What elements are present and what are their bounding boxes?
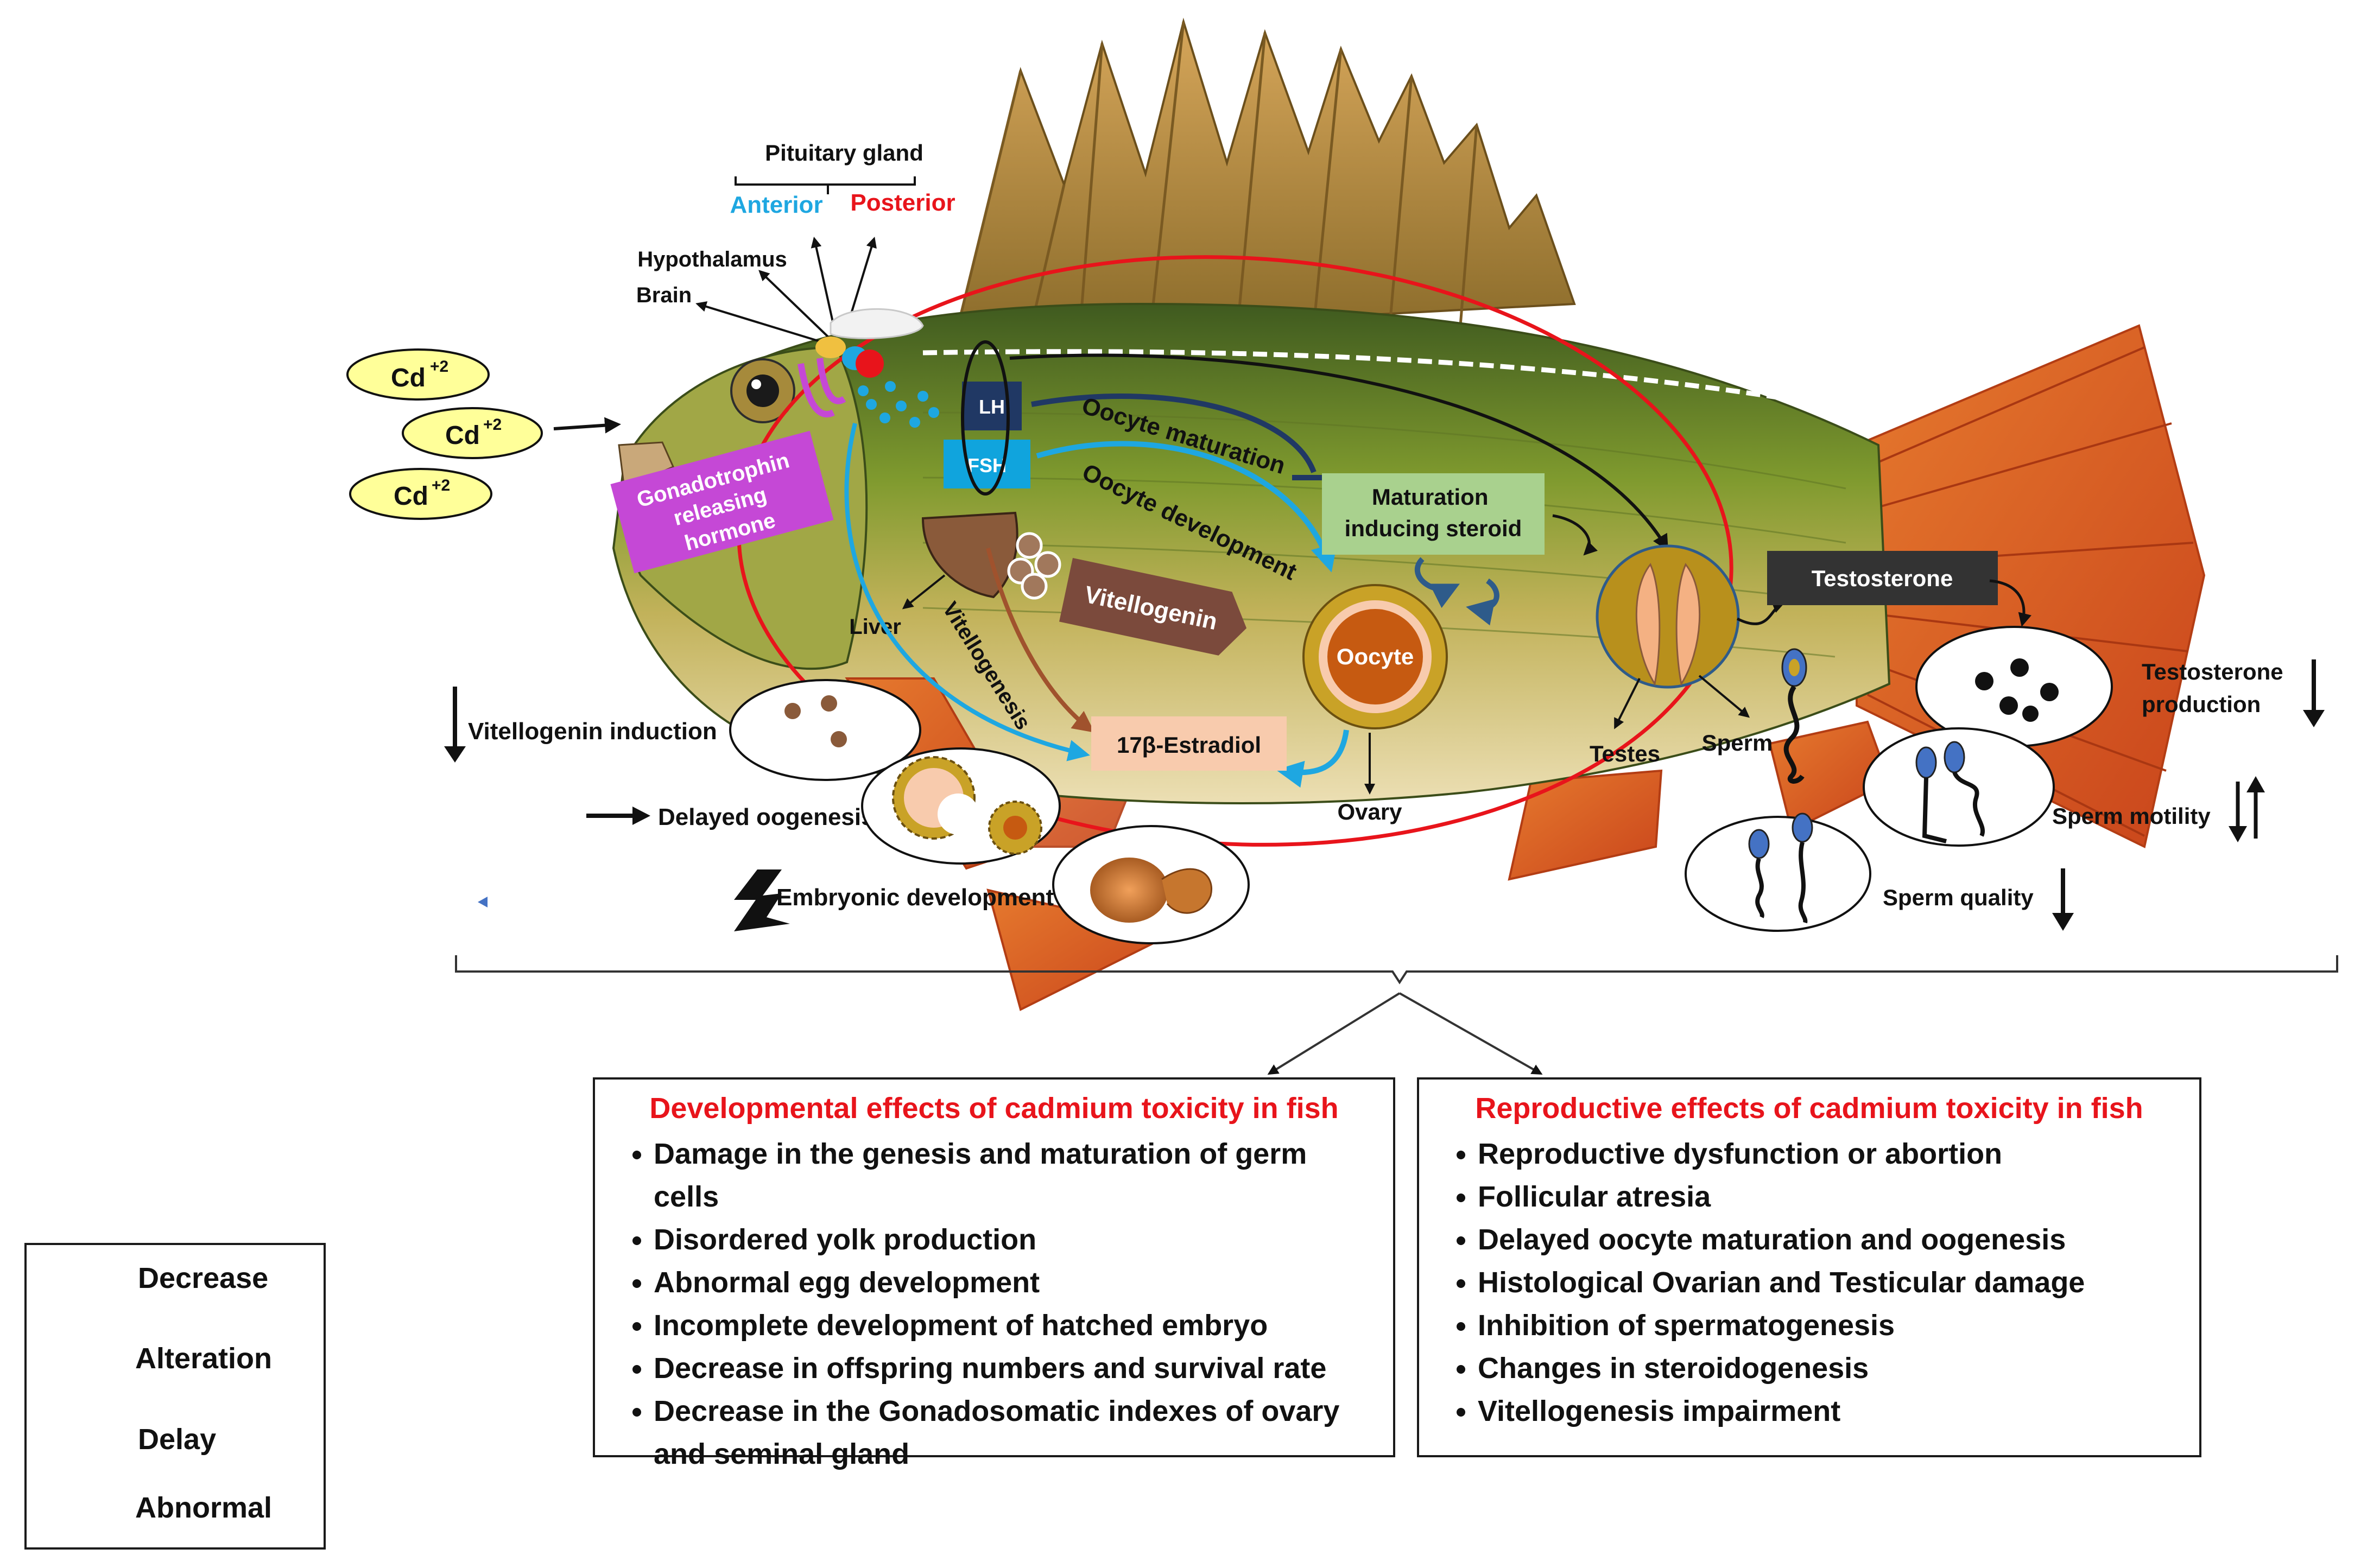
ovary-label: Ovary bbox=[1337, 799, 1402, 824]
list-item: Changes in steroidogenesis bbox=[1478, 1347, 2183, 1390]
brain-icon bbox=[815, 308, 924, 378]
reproductive-effects-list: Reproductive dysfunction or abortion Fol… bbox=[1419, 1133, 2199, 1433]
hypothalamus-shape bbox=[798, 358, 846, 418]
list-item: Incomplete development of hatched embryo bbox=[654, 1304, 1377, 1347]
testes-icon bbox=[1596, 544, 1740, 689]
list-item: Abnormal egg development bbox=[654, 1261, 1377, 1304]
list-item: Reproductive dysfunction or abortion bbox=[1478, 1133, 2183, 1176]
vitellogenin-dots bbox=[1007, 532, 1061, 600]
cd-ion-1: Cd +2 bbox=[346, 348, 490, 401]
developmental-effects-box: Developmental effects of cadmium toxicit… bbox=[593, 1077, 1395, 1470]
sperm-quality-label: Sperm quality bbox=[1883, 885, 2034, 910]
oocyte-to-estradiol-arrow bbox=[1276, 729, 1349, 788]
list-item: Follicular atresia bbox=[1478, 1176, 2183, 1218]
alteration-arrow-motility bbox=[2229, 776, 2265, 842]
abnormal-icon-embryonic bbox=[734, 869, 790, 931]
svg-text:+2: +2 bbox=[430, 358, 448, 376]
vitellogenesis-arrow bbox=[986, 547, 1095, 733]
brace-to-reproductive-arrow bbox=[1399, 992, 1543, 1075]
list-item: Decrease in the Gonadosomatic indexes of… bbox=[654, 1390, 1377, 1476]
estradiol-box bbox=[1091, 716, 1287, 771]
mis-to-testes-arrow bbox=[1552, 514, 1598, 556]
reproductive-effects-box: Reproductive effects of cadmium toxicity… bbox=[1417, 1077, 2201, 1457]
lh-fsh-ring bbox=[961, 340, 1010, 496]
legend-alteration-label: Alteration bbox=[135, 1342, 273, 1375]
decrease-arrow-sperm-quality bbox=[2052, 868, 2074, 931]
svg-text:Cd: Cd bbox=[445, 421, 480, 450]
sperm-pointer bbox=[1698, 675, 1750, 718]
cycle-arrow-2 bbox=[1466, 578, 1499, 626]
svg-text:Cd: Cd bbox=[391, 364, 426, 392]
lh-to-testes-arrow bbox=[1009, 353, 1669, 551]
testosterone-label: Testosterone bbox=[1812, 566, 1953, 591]
brace-to-developmental-arrow bbox=[1267, 992, 1401, 1075]
liver-label: Liver bbox=[849, 615, 901, 639]
hormone-dots bbox=[858, 381, 939, 428]
svg-text:+2: +2 bbox=[483, 416, 502, 434]
list-item: Damage in the genesis and maturation of … bbox=[654, 1133, 1377, 1218]
decrease-arrow-testosterone bbox=[2303, 659, 2325, 727]
legend-abnormal-label: Abnormal bbox=[135, 1491, 273, 1524]
delay-arrow-oogenesis bbox=[586, 807, 650, 825]
posterior-label: Posterior bbox=[850, 189, 955, 216]
developmental-effects-list: Damage in the genesis and maturation of … bbox=[595, 1133, 1393, 1476]
lh-box bbox=[962, 382, 1022, 430]
legend-delay-label: Delay bbox=[138, 1423, 217, 1456]
fsh-to-oocyte-arrow bbox=[1036, 441, 1337, 573]
testes-pointer bbox=[1614, 678, 1641, 729]
vitellogenin-box: Vitellogenin bbox=[1059, 558, 1247, 656]
list-item: Vitellogenesis impairment bbox=[1478, 1390, 2183, 1433]
svg-text:Cd: Cd bbox=[394, 482, 428, 511]
sperm-quality-ellipse bbox=[1685, 816, 1871, 932]
sperm-cell bbox=[1781, 648, 1807, 784]
testosterone-pointer bbox=[1989, 579, 2031, 627]
lh-to-mis-arrow bbox=[1031, 393, 1317, 473]
decrease-arrow-vitellogenin bbox=[444, 687, 466, 763]
fsh-box bbox=[944, 440, 1030, 488]
testosterone-production-label: Testosterone production bbox=[2142, 659, 2289, 717]
small-triangle-marker bbox=[478, 897, 488, 907]
embryonic-development-label: Embryonic development bbox=[776, 884, 1054, 911]
list-item: Decrease in offspring numbers and surviv… bbox=[654, 1347, 1377, 1390]
brain-label: Brain bbox=[636, 283, 692, 307]
reproductive-effects-title: Reproductive effects of cadmium toxicity… bbox=[1475, 1092, 2143, 1125]
hypothalamus-label: Hypothalamus bbox=[637, 247, 787, 271]
sperm-motility-ellipse bbox=[1863, 727, 2055, 847]
estradiol-label: 17β-Estradiol bbox=[1117, 732, 1261, 758]
mis-box bbox=[1322, 473, 1545, 555]
liver-pointer bbox=[902, 574, 946, 610]
gnrh-to-estradiol-arrow bbox=[844, 423, 1090, 761]
sperm-label: Sperm bbox=[1702, 730, 1773, 756]
list-item: Inhibition of spermatogenesis bbox=[1478, 1304, 2183, 1347]
liver-icon bbox=[921, 511, 1018, 599]
list-item: Histological Ovarian and Testicular dama… bbox=[1478, 1261, 2183, 1304]
anterior-label: Anterior bbox=[730, 192, 822, 218]
summary-brace bbox=[455, 955, 2338, 985]
cycle-arrow-1 bbox=[1414, 557, 1460, 608]
cd-ion-2: Cd +2 bbox=[402, 407, 543, 459]
lh-label: LH bbox=[979, 396, 1005, 418]
pituitary-bracket bbox=[735, 176, 916, 194]
svg-text:+2: +2 bbox=[432, 477, 450, 494]
mis-label: Maturation inducing steroid bbox=[1345, 484, 1522, 541]
legend-box: Decrease Alteration Delay Abnormal bbox=[24, 1243, 326, 1550]
testosterone-box bbox=[1767, 551, 1998, 605]
pituitary-gland-label: Pituitary gland bbox=[765, 140, 923, 166]
testes-label: Testes bbox=[1590, 741, 1660, 766]
developmental-effects-title: Developmental effects of cadmium toxicit… bbox=[649, 1092, 1339, 1125]
list-item: Delayed oocyte maturation and oogenesis bbox=[1478, 1218, 2183, 1261]
vitellogenin-ellipse bbox=[729, 679, 921, 781]
delayed-oogenesis-label: Delayed oogenesis bbox=[658, 804, 875, 830]
oocyte-label: Oocyte bbox=[1337, 644, 1414, 669]
cd-entry-arrow bbox=[553, 417, 621, 434]
vitellogenin-induction-label: Vitellogenin induction bbox=[468, 718, 717, 745]
sperm-motility-label: Sperm motility bbox=[2052, 803, 2211, 829]
list-item: Disordered yolk production bbox=[654, 1218, 1377, 1261]
cd-ion-3: Cd +2 bbox=[349, 468, 492, 520]
legend-decrease-label: Decrease bbox=[138, 1262, 269, 1294]
oocyte-core bbox=[1327, 609, 1423, 704]
